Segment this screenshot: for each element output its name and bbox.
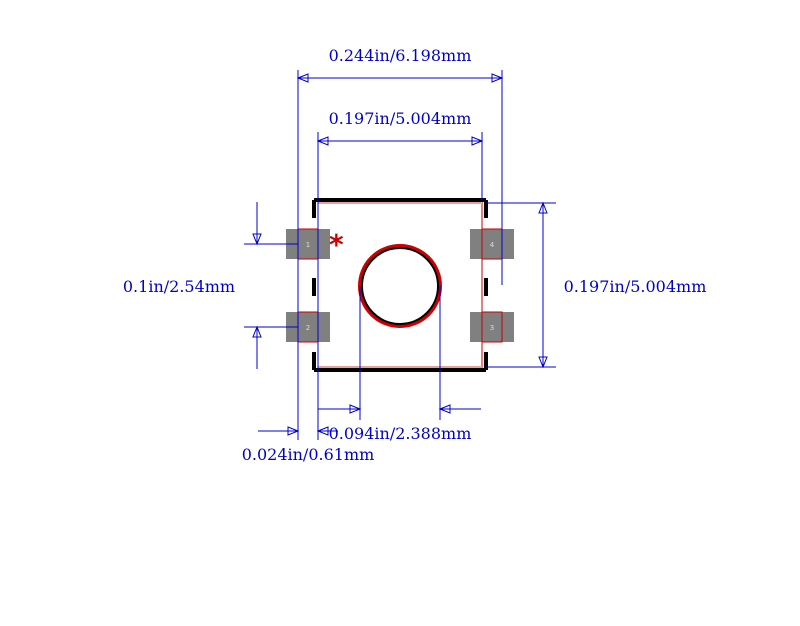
dimension-labels: 0.244in/6.198mm 0.197in/5.004mm 0.1in/2.… (123, 46, 707, 464)
body-outline (317, 200, 483, 370)
dim-pad-width: 0.024in/0.61mm (242, 445, 375, 464)
pad-3: 3 (470, 311, 514, 343)
actuator-circle-outer (358, 244, 442, 328)
dim-body-width: 0.197in/5.004mm (329, 109, 472, 128)
component-body (312, 198, 488, 372)
dimension-lines (244, 70, 556, 440)
dim-body-height: 0.197in/5.004mm (564, 277, 707, 296)
pin1-marker: * (329, 228, 344, 261)
pads: 1 2 3 4 (286, 228, 514, 343)
dim-overall-width: 0.244in/6.198mm (329, 46, 472, 65)
pad-label: 3 (490, 324, 494, 332)
silkscreen-outline (312, 198, 488, 372)
pad-4: 4 (470, 228, 514, 260)
actuator-circle-inner (361, 247, 439, 325)
pad-label: 4 (490, 241, 495, 249)
pad-label: 1 (306, 241, 310, 249)
pad-label: 2 (306, 324, 310, 332)
dim-pitch: 0.1in/2.54mm (123, 277, 235, 296)
dim-hole-offset: 0.094in/2.388mm (329, 424, 472, 443)
